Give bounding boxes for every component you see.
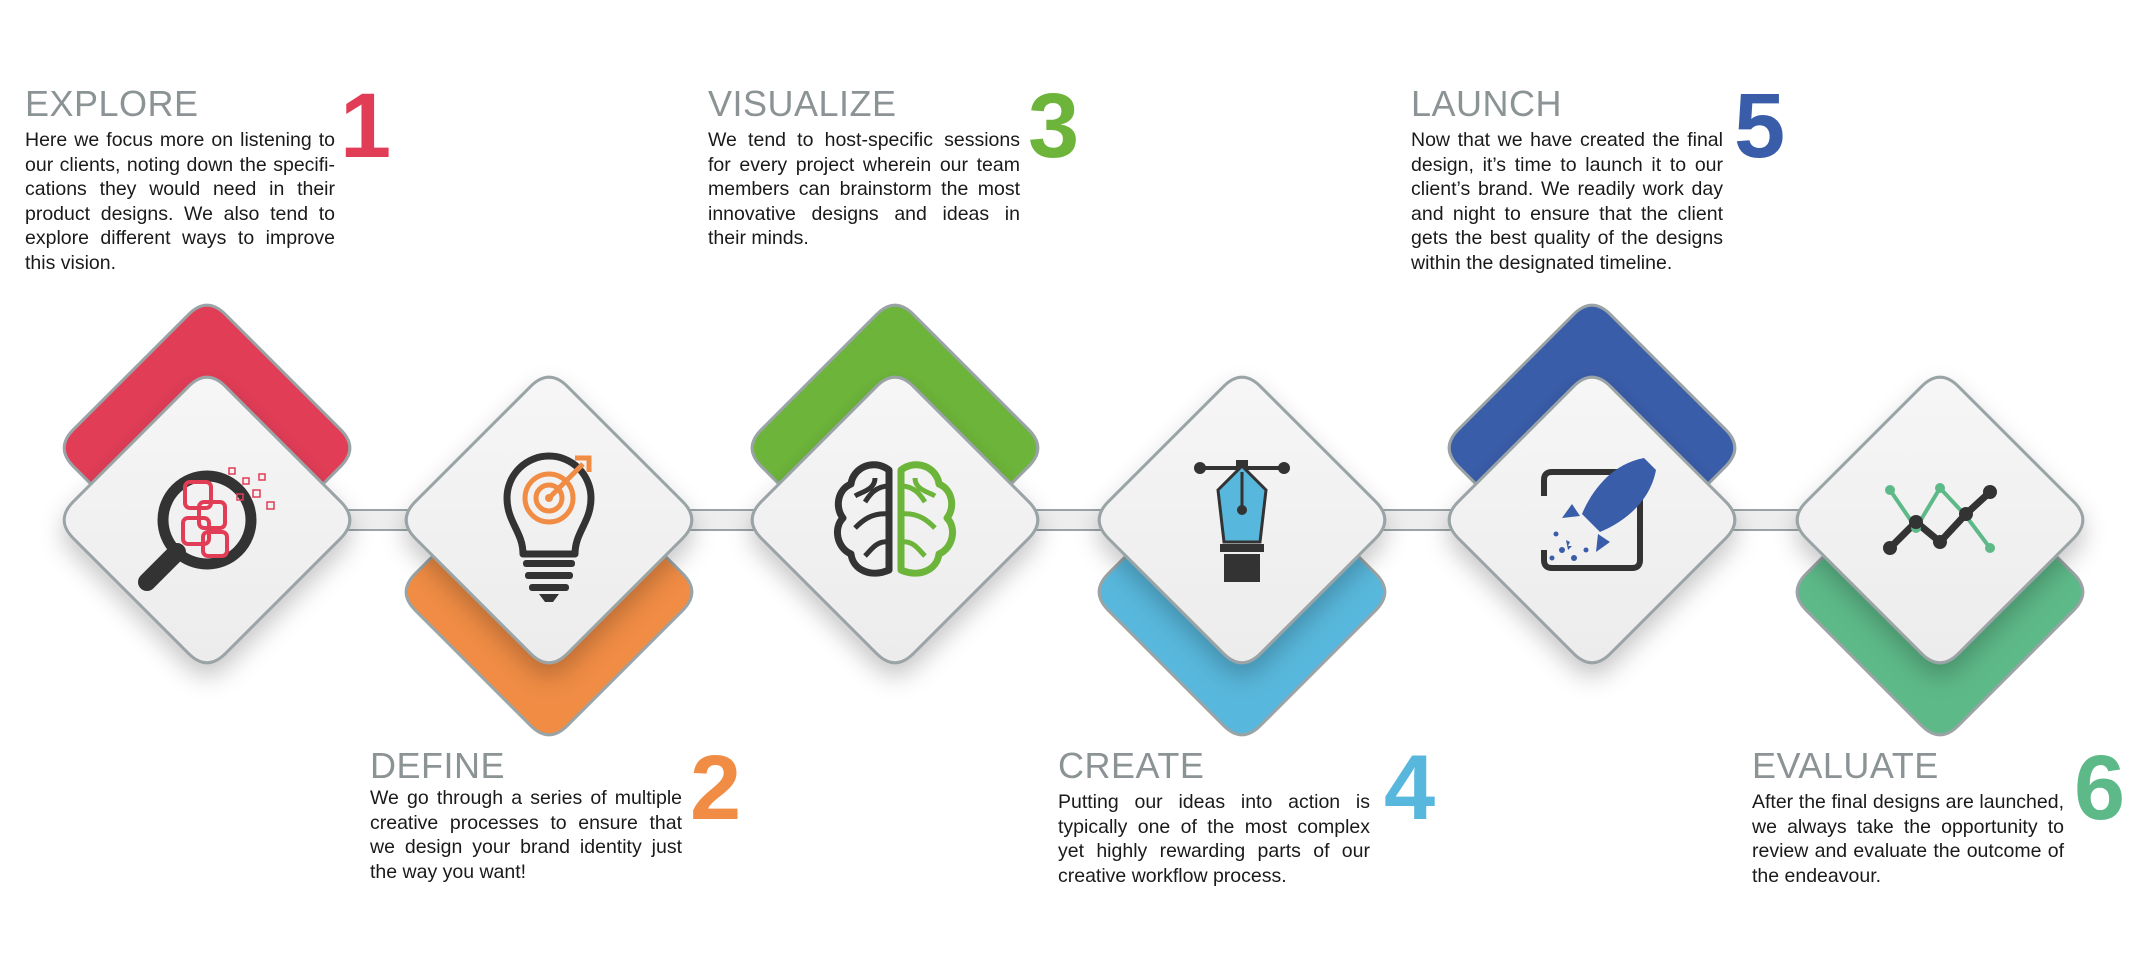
step-number-1: 1 <box>340 75 392 177</box>
pen-nib-icon <box>1194 460 1290 582</box>
connector-2 <box>681 509 763 531</box>
step-description-define: We go through a series of multiple creat… <box>370 787 682 883</box>
step-title-define: DEFINE <box>370 745 506 786</box>
step-description-create: Putting our ideas into action is typical… <box>1058 791 1370 887</box>
step-number-4: 4 <box>1384 737 1436 839</box>
magnifier-search-icon <box>138 467 275 591</box>
step-title-visualize: VISUALIZE <box>708 83 897 124</box>
step-description-visualize: We tend to host-specific sessions for ev… <box>708 129 1020 249</box>
step-title-create: CREATE <box>1058 745 1205 786</box>
connector-5 <box>1725 509 1807 531</box>
trend-chart-icon <box>1883 483 1997 555</box>
step-number-3: 3 <box>1028 75 1080 177</box>
connector-4 <box>1376 509 1458 531</box>
step-description-launch: Now that we have created the final desig… <box>1411 129 1723 274</box>
connector-3 <box>1027 509 1110 531</box>
front-diamond-visualize <box>750 375 1040 665</box>
brain-icon <box>833 461 957 577</box>
step-description-evaluate: After the final designs are launched, we… <box>1752 791 2064 887</box>
step-number-6: 6 <box>2074 737 2126 839</box>
step-number-2: 2 <box>690 737 742 839</box>
step-title-evaluate: EVALUATE <box>1752 745 1939 786</box>
step-title-explore: EXPLORE <box>25 83 199 124</box>
step-number-5: 5 <box>1734 75 1786 177</box>
step-title-launch: LAUNCH <box>1411 83 1563 124</box>
step-description-explore: Here we focus more on listening to our c… <box>25 129 335 274</box>
rocket-icon <box>1541 458 1656 571</box>
front-diamond-evaluate <box>1795 375 2085 665</box>
lightbulb-target-icon <box>503 452 595 602</box>
